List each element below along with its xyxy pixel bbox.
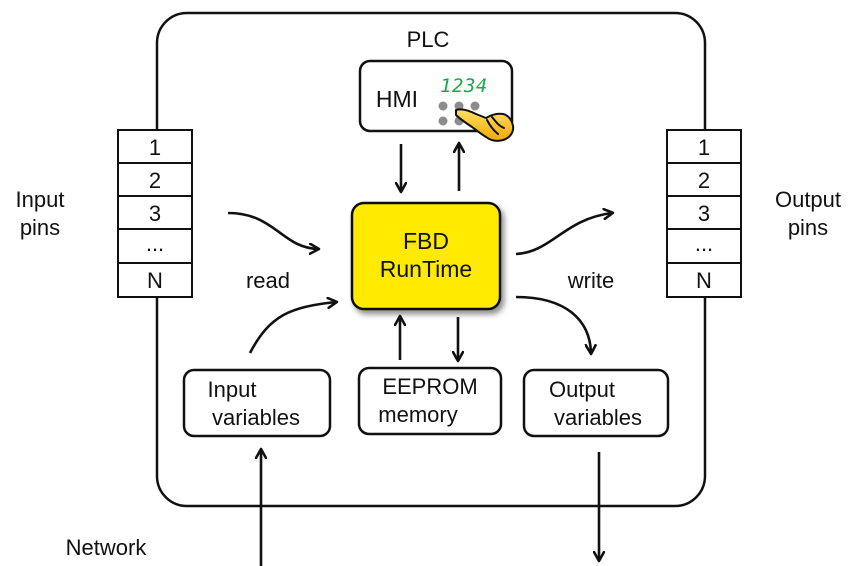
hmi-buttons	[438, 101, 480, 126]
hmi-label: HMI	[376, 86, 418, 112]
hmi-display-value: 1234	[440, 75, 488, 97]
output-pin-cell: ...	[695, 231, 713, 256]
input-pin-cell: N	[147, 268, 163, 293]
pointing-hand-icon	[455, 108, 515, 142]
read-vars-arrow	[248, 302, 336, 354]
fbd-label-line1: FBD	[403, 228, 449, 254]
output-pin-cell: N	[696, 268, 712, 293]
input-pins-label-line1: Input	[16, 187, 65, 212]
input-pins-block: 1 2 3 ... N	[117, 129, 193, 298]
eeprom-memory-box: EEPROM memory	[357, 366, 503, 436]
output-pins-label-line1: Output	[775, 187, 841, 212]
fbd-runtime-block: FBD RunTime	[350, 201, 502, 311]
read-label: read	[246, 268, 290, 293]
hmi-panel: HMI 1234	[358, 59, 515, 142]
input-variables-box: Input variables	[182, 368, 332, 438]
output-pin-cell: 3	[698, 201, 710, 226]
input-variables-line2: variables	[212, 405, 300, 430]
write-pins-arrow	[515, 213, 612, 256]
read-pins-arrow	[227, 211, 318, 249]
write-label: write	[567, 268, 614, 293]
eeprom-line1: EEPROM	[382, 374, 477, 399]
input-pin-cell: ...	[146, 231, 164, 256]
write-vars-arrow	[515, 295, 591, 353]
output-pin-cell: 2	[698, 168, 710, 193]
output-pins-label-line2: pins	[788, 215, 828, 240]
network-label: Network	[66, 535, 148, 560]
input-pin-cell: 3	[149, 201, 161, 226]
input-pins-label-line2: pins	[20, 215, 60, 240]
output-variables-line2: variables	[554, 405, 642, 430]
input-pin-cell: 1	[149, 135, 161, 160]
input-variables-line1: Input	[208, 377, 257, 402]
output-variables-line1: Output	[549, 377, 615, 402]
plc-title: PLC	[407, 27, 450, 52]
input-pin-cell: 2	[149, 168, 161, 193]
output-pins-block: 1 2 3 ... N	[666, 129, 742, 298]
output-pin-cell: 1	[698, 135, 710, 160]
fbd-label-line2: RunTime	[380, 256, 472, 282]
output-variables-box: Output variables	[522, 368, 670, 438]
eeprom-line2: memory	[378, 402, 457, 427]
